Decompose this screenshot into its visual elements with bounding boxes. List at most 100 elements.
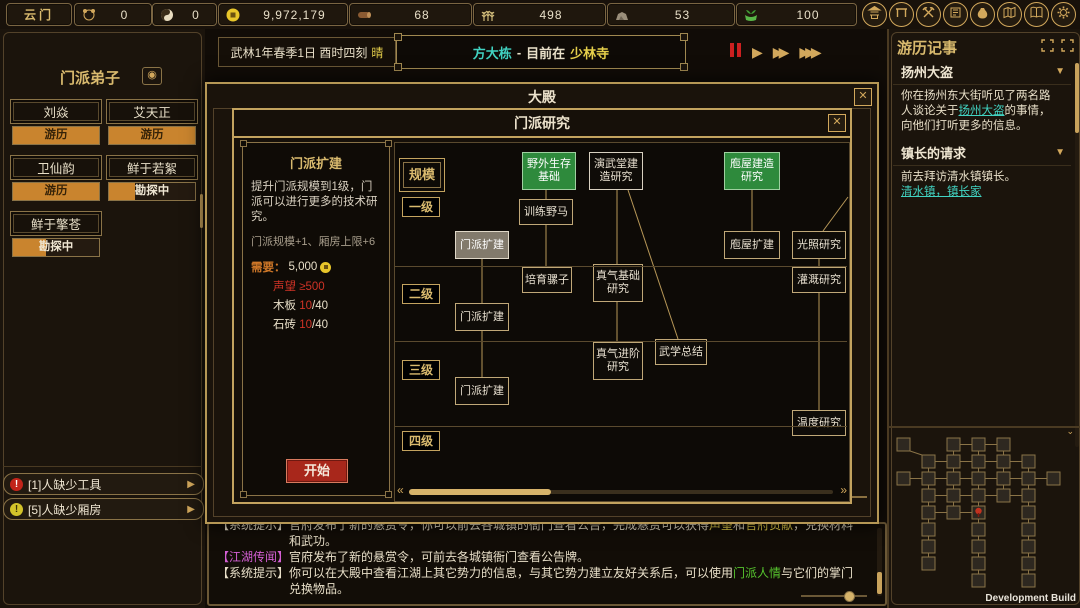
tree-node[interactable]: 培育骡子 xyxy=(522,267,572,293)
tree-node[interactable]: 门派扩建 xyxy=(455,377,509,405)
research-tree: 规模 野外生存基础演武堂建造研究庖屋建造研究训练野马门派扩建庖屋扩建光照研究培育… xyxy=(394,142,850,502)
disciples-panel: 门派弟子 ◉ 刘焱 游历 艾天正 游历 卫仙韵 游历 鲜于若絮 勘探中 鲜于擎苍… xyxy=(0,29,207,608)
furniture-icon xyxy=(894,5,909,25)
disciple-status[interactable]: 游历 xyxy=(12,126,100,145)
tree-node[interactable]: 野外生存基础 xyxy=(522,152,576,190)
moneybag-icon xyxy=(975,5,990,25)
start-research-button[interactable]: 开始 xyxy=(286,459,348,483)
resource-stone: 53 xyxy=(607,3,735,26)
collapse-icon[interactable] xyxy=(1061,39,1074,52)
top-resource-bar: 云门 0 0 9,972,179 68 498 53 100 xyxy=(0,0,1080,30)
tree-scrollbar-thumb[interactable] xyxy=(409,489,551,495)
expand-icon[interactable] xyxy=(1041,39,1054,52)
journal-scrollbar-thumb[interactable] xyxy=(1075,63,1079,133)
hall-close-button[interactable]: ✕ xyxy=(854,88,872,106)
message-log: 【系统提示】官府发布了新的悬赏令，你可以前去各城镇的衙门查看公告，完成悬赏可以获… xyxy=(207,522,887,606)
tree-node[interactable]: 庖屋建造研究 xyxy=(724,152,780,190)
menu-book-button[interactable] xyxy=(1024,2,1049,27)
tree-node[interactable]: 灌溉研究 xyxy=(792,267,846,293)
research-dialog-title: 门派研究 xyxy=(234,110,850,138)
alert-icon: ! xyxy=(10,503,23,516)
journal-entry: 镇长的请求 ▼ 前去拜访清水镇镇长。 清水镇，镇长家 xyxy=(893,140,1071,206)
journal-link[interactable]: 清水镇，镇长家 xyxy=(901,186,982,198)
chevron-down-icon: ▼ xyxy=(1055,147,1065,158)
tracked-character-box[interactable]: 方大栋 - 目前在 少林寺 xyxy=(396,35,686,69)
menu-furniture-button[interactable] xyxy=(889,2,914,27)
tree-node[interactable]: 真气进阶研究 xyxy=(593,342,643,380)
menu-tools-button[interactable] xyxy=(916,2,941,27)
log-scrollbar xyxy=(877,528,882,596)
tree-level-label: 一级 xyxy=(402,197,440,217)
disciple-status[interactable]: 勘探中 xyxy=(108,182,196,201)
log-slider-knob[interactable] xyxy=(844,591,855,602)
detail-cost-row: 需要： 5,000 xyxy=(251,259,381,275)
journal-title: 游历记事 xyxy=(897,37,957,58)
resource-food: 100 xyxy=(736,3,857,26)
log-line: 【江湖传闻】官府发布了新的悬赏令，可前去各城镇衙门查看公告牌。 xyxy=(217,549,865,565)
journal-link[interactable]: 扬州大盗 xyxy=(959,105,1005,117)
coin-icon xyxy=(320,262,331,273)
disciple-name[interactable]: 鲜于擎苍 xyxy=(10,211,102,236)
stone-icon xyxy=(613,7,631,23)
tree-scroll-left[interactable]: « xyxy=(397,483,404,497)
tree-node[interactable]: 武学总结 xyxy=(655,339,707,365)
resource-yinyang: 0 xyxy=(152,3,217,26)
disciple-name[interactable]: 刘焱 xyxy=(10,99,102,124)
log-line: 【系统提示】官府发布了新的悬赏令，你可以前去各城镇的衙门查看公告，完成悬赏可以获… xyxy=(217,524,865,549)
log-scrollbar-thumb[interactable] xyxy=(877,572,882,594)
menu-gear-button[interactable] xyxy=(1051,2,1076,27)
tree-node[interactable]: 温度研究 xyxy=(792,410,846,436)
disciple-card: 鲜于擎苍 勘探中 xyxy=(10,211,102,257)
detail-effect: 门派规模+1、厢房上限+6 xyxy=(251,233,381,249)
journal-entry: 扬州大盗 ▼ 你在扬州东大街听见了两名路人谈论关于扬州大盗的事情，向他们打听更多… xyxy=(893,59,1071,140)
menu-scroll-button[interactable] xyxy=(943,2,968,27)
menu-moneybag-button[interactable] xyxy=(970,2,995,27)
detail-title: 门派扩建 xyxy=(243,153,389,172)
time-controls: ▶ ▶▶ ▶▶▶ xyxy=(728,43,822,61)
sect-name-box[interactable]: 云门 xyxy=(6,3,72,26)
tree-node[interactable]: 门派扩建 xyxy=(455,303,509,331)
tree-scroll-right[interactable]: » xyxy=(840,483,847,497)
disciple-status[interactable]: 游历 xyxy=(12,182,100,201)
pause-button[interactable] xyxy=(728,43,742,62)
map-icon xyxy=(1002,5,1017,25)
tree-node[interactable]: 演武堂建造研究 xyxy=(589,152,643,190)
journal-entry-header[interactable]: 扬州大盗 ▼ xyxy=(893,59,1071,85)
wheat-icon xyxy=(479,7,497,23)
tree-node[interactable]: 光照研究 xyxy=(792,231,846,259)
fastest-forward-button[interactable]: ▶▶▶ xyxy=(799,45,821,59)
game-date: 武林1年春季1日 酉时四刻 xyxy=(231,44,368,61)
disciple-name[interactable]: 鲜于若絮 xyxy=(106,155,198,180)
menu-map-button[interactable] xyxy=(997,2,1022,27)
disciple-status[interactable]: 游历 xyxy=(108,126,196,145)
play-button[interactable]: ▶ xyxy=(752,45,763,59)
journal-panel: 游历记事 扬州大盗 ▼ 你在扬州东大街听见了两名路人谈论关于扬州大盗的事情，向他… xyxy=(887,29,1080,608)
journal-entry-header[interactable]: 镇长的请求 ▼ xyxy=(893,140,1071,166)
eye-toggle-icon[interactable]: ◉ xyxy=(142,67,162,85)
disciple-card: 艾天正 游历 xyxy=(106,99,198,145)
tree-node[interactable]: 真气基础研究 xyxy=(593,264,643,302)
menu-pagoda-button[interactable] xyxy=(862,2,887,27)
monkey-icon xyxy=(80,7,98,23)
sect-map[interactable] xyxy=(894,436,1076,596)
alert-red[interactable]: ! [1]人缺少工具 ▶ xyxy=(3,473,204,495)
left-panel-scrollbar[interactable] xyxy=(200,194,203,228)
sect-map-area: ⌄ Development Build xyxy=(889,426,1080,608)
resource-monkey: 0 xyxy=(74,3,152,26)
disciple-card: 卫仙韵 游历 xyxy=(10,155,102,201)
tree-node[interactable]: 训练野马 xyxy=(519,199,573,225)
tree-node[interactable]: 庖屋扩建 xyxy=(724,231,780,259)
book-icon xyxy=(1029,5,1044,25)
disciple-name[interactable]: 卫仙韵 xyxy=(10,155,102,180)
tools-icon xyxy=(921,5,936,25)
tree-node[interactable]: 门派扩建 xyxy=(455,231,509,259)
disciple-status[interactable]: 勘探中 xyxy=(12,238,100,257)
resource-coin: 9,972,179 xyxy=(218,3,348,26)
log-lines: 【系统提示】官府发布了新的悬赏令，你可以前去各城镇的衙门查看公告，完成悬赏可以获… xyxy=(217,524,865,600)
disciple-name[interactable]: 艾天正 xyxy=(106,99,198,124)
alert-yellow[interactable]: ! [5]人缺少厢房 ▶ xyxy=(3,498,204,520)
research-detail-panel: 门派扩建 提升门派规模到1级，门派可以进行更多的技术研究。 门派规模+1、厢房上… xyxy=(242,142,390,496)
scroll-icon xyxy=(948,5,963,25)
fast-forward-button[interactable]: ▶▶ xyxy=(773,45,790,59)
research-close-button[interactable]: ✕ xyxy=(828,114,846,132)
